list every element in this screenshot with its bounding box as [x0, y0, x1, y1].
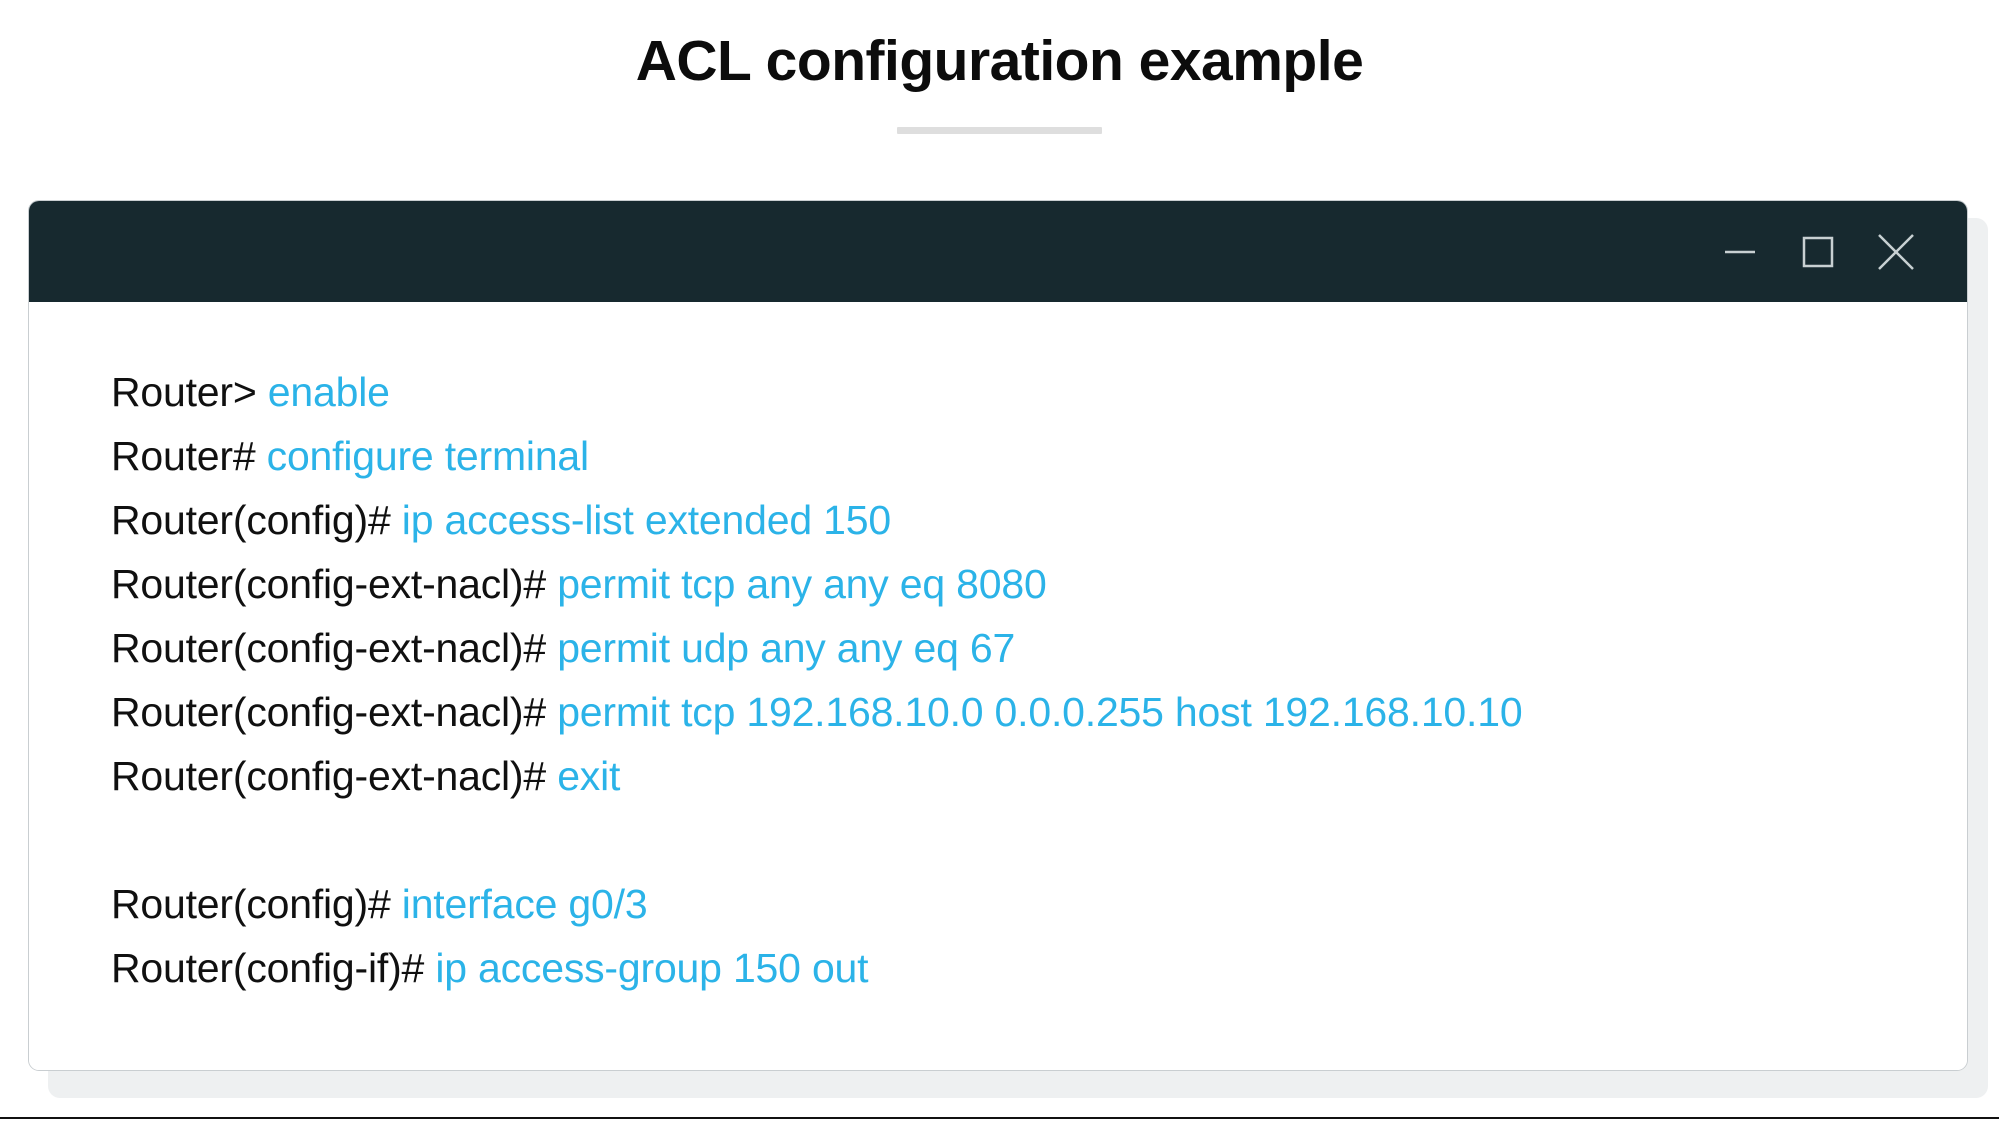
maximize-button[interactable] [1790, 224, 1846, 280]
title-divider [897, 126, 1102, 134]
terminal-command: permit udp any any eq 67 [557, 625, 1016, 671]
terminal-prompt: Router(config-ext-nacl)# [111, 561, 558, 607]
terminal-command: exit [557, 753, 621, 799]
page-title: ACL configuration example [635, 29, 1364, 93]
terminal-command: interface g0/3 [401, 881, 648, 927]
minimize-icon [1718, 230, 1762, 274]
terminal-command: ip access-list extended 150 [401, 497, 891, 543]
terminal-line: Router> enable [111, 360, 1967, 424]
close-icon [1871, 227, 1921, 277]
terminal-line: Router(config-if)# ip access-group 150 o… [111, 936, 1967, 1000]
terminal-prompt: Router(config)# [111, 497, 402, 543]
terminal-prompt: Router(config-ext-nacl)# [111, 753, 558, 799]
terminal-command: permit tcp 192.168.10.0 0.0.0.255 host 1… [557, 689, 1523, 735]
terminal-line: Router(config)# interface g0/3 [111, 872, 1967, 936]
terminal-command: permit tcp any any eq 8080 [557, 561, 1047, 607]
terminal-line: Router(config)# ip access-list extended … [111, 488, 1967, 552]
minimize-button[interactable] [1712, 224, 1768, 280]
terminal-line: Router# configure terminal [111, 424, 1967, 488]
terminal-line: Router(config-ext-nacl)# permit tcp any … [111, 552, 1967, 616]
terminal-command: configure terminal [266, 433, 589, 479]
terminal-command: enable [267, 369, 390, 415]
terminal-prompt: Router(config-if)# [111, 945, 436, 991]
maximize-icon [1796, 230, 1840, 274]
terminal-blank-line [111, 808, 1967, 872]
terminal-prompt: Router(config-ext-nacl)# [111, 689, 558, 735]
terminal-prompt: Router# [111, 433, 267, 479]
page-header: ACL configuration example [0, 0, 1999, 134]
terminal-line: Router(config-ext-nacl)# permit tcp 192.… [111, 680, 1967, 744]
terminal-prompt: Router> [111, 369, 268, 415]
close-button[interactable] [1868, 224, 1924, 280]
terminal-line: Router(config-ext-nacl)# permit udp any … [111, 616, 1967, 680]
terminal-prompt: Router(config)# [111, 881, 402, 927]
window-titlebar[interactable] [29, 201, 1967, 302]
terminal-command: ip access-group 150 out [435, 945, 869, 991]
terminal-prompt: Router(config-ext-nacl)# [111, 625, 558, 671]
terminal-line: Router(config-ext-nacl)# exit [111, 744, 1967, 808]
page-bottom-rule [0, 1117, 1999, 1119]
